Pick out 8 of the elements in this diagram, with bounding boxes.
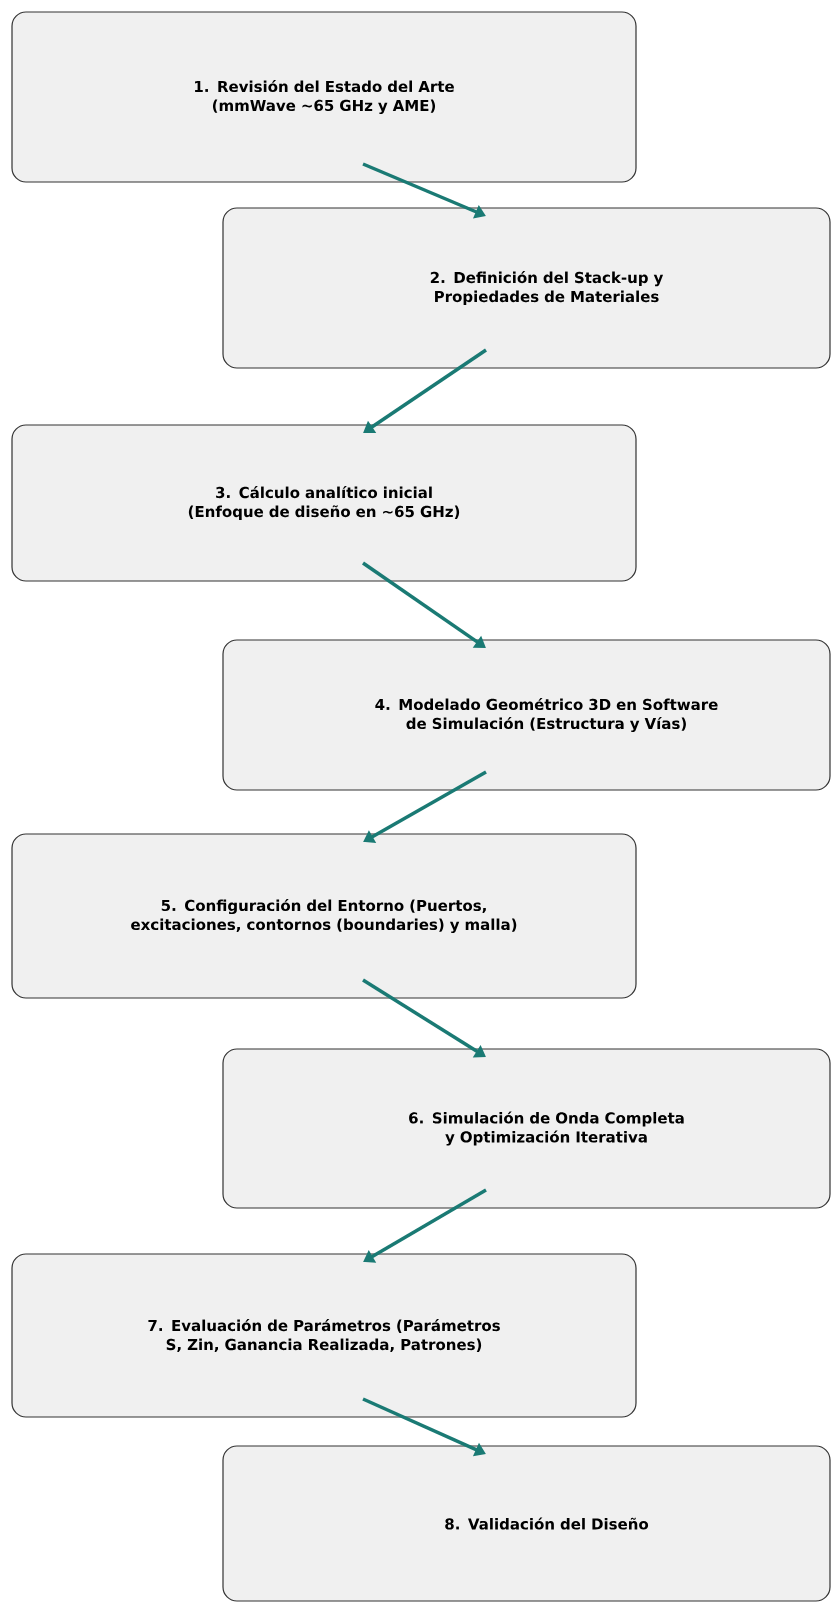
process-box: 5. Configuración del Entorno (Puertos, excitaciones, contornos (boundaries) y malla) — [11, 833, 637, 999]
process-box: 3. Cálculo analítico inicial (Enfoque de diseño en ~65 GHz) — [11, 424, 637, 582]
process-box: 2. Definición del Stack-up y Propiedades de Materiales — [222, 207, 831, 369]
process-box: 1. Revisión del Estado del Arte (mmWave ~65 GHz y AME) — [11, 11, 637, 183]
process-box: 6. Simulación de Onda Completa y Optimización Iterativa — [222, 1048, 831, 1209]
process-box: 4. Modelado Geométrico 3D en Software de Simulación (Estructura y Vías) — [222, 639, 831, 791]
process-box: 8. Validación del Diseño — [222, 1445, 831, 1602]
process-box: 7. Evaluación de Parámetros (Parámetros S, Zin, Ganancia Realizada, Patrones) — [11, 1253, 637, 1418]
